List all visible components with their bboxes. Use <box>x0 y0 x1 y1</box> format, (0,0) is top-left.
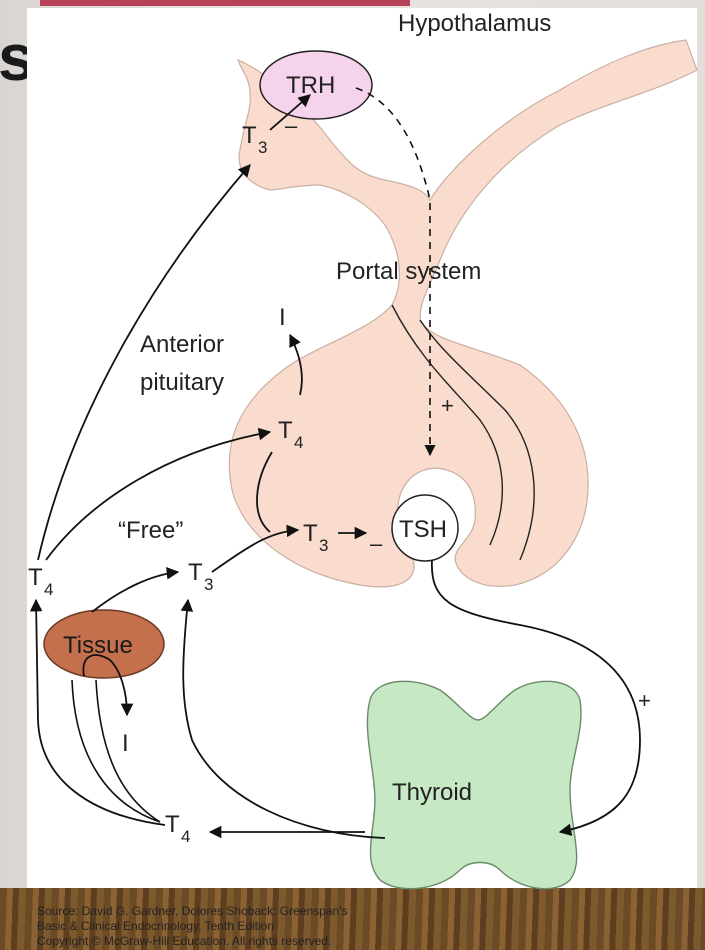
t3-free-label: T 3 <box>188 559 213 594</box>
arrow-t4-to-hypothalamus <box>38 165 250 560</box>
iodide-tissue-label: I <box>122 730 129 757</box>
anterior-pituitary-label-line2: pituitary <box>140 369 224 396</box>
svg-text:T: T <box>278 417 293 444</box>
tissue-connector-line <box>72 680 160 822</box>
svg-text:T: T <box>303 520 318 547</box>
arrow-tissue-to-t3 <box>92 572 178 612</box>
svg-text:T: T <box>165 811 180 838</box>
svg-text:3: 3 <box>204 575 213 594</box>
arrow-thyroid-to-t3 <box>183 600 385 838</box>
thyroid-label: Thyroid <box>392 779 472 806</box>
minus-sign-trh: – <box>285 113 298 138</box>
plus-sign-tsh: + <box>638 688 651 713</box>
free-label: “Free” <box>118 517 183 544</box>
anterior-pituitary-label-line1: Anterior <box>140 331 224 358</box>
portal-system-label: Portal system <box>336 258 481 285</box>
source-line: Source: David G. Gardner, Dolores Shobac… <box>37 904 677 919</box>
plus-sign-portal: + <box>441 393 454 418</box>
svg-text:T: T <box>28 564 43 591</box>
svg-text:4: 4 <box>44 580 53 599</box>
hypothalamus-label: Hypothalamus <box>398 10 551 37</box>
svg-text:3: 3 <box>258 138 267 157</box>
svg-text:3: 3 <box>319 536 328 555</box>
svg-text:4: 4 <box>294 433 303 452</box>
minus-sign-tsh: – <box>370 531 383 556</box>
tsh-label: TSH <box>399 516 447 543</box>
source-line: Copyright © McGraw-Hill Education. All r… <box>37 934 677 949</box>
svg-text:4: 4 <box>181 827 190 846</box>
svg-text:T: T <box>242 122 257 149</box>
iodide-pituitary-label: I <box>279 304 286 331</box>
pituitary-body-shape <box>229 40 697 587</box>
t4-bottom-label: T 4 <box>165 811 190 846</box>
trh-label: TRH <box>286 72 335 99</box>
svg-text:T: T <box>188 559 203 586</box>
t4-left-label: T 4 <box>28 564 53 599</box>
source-line: Basic & Clinical Endocrinology, Tenth Ed… <box>37 919 677 934</box>
source-citation: Source: David G. Gardner, Dolores Shobac… <box>37 904 677 949</box>
tissue-label: Tissue <box>63 632 133 659</box>
